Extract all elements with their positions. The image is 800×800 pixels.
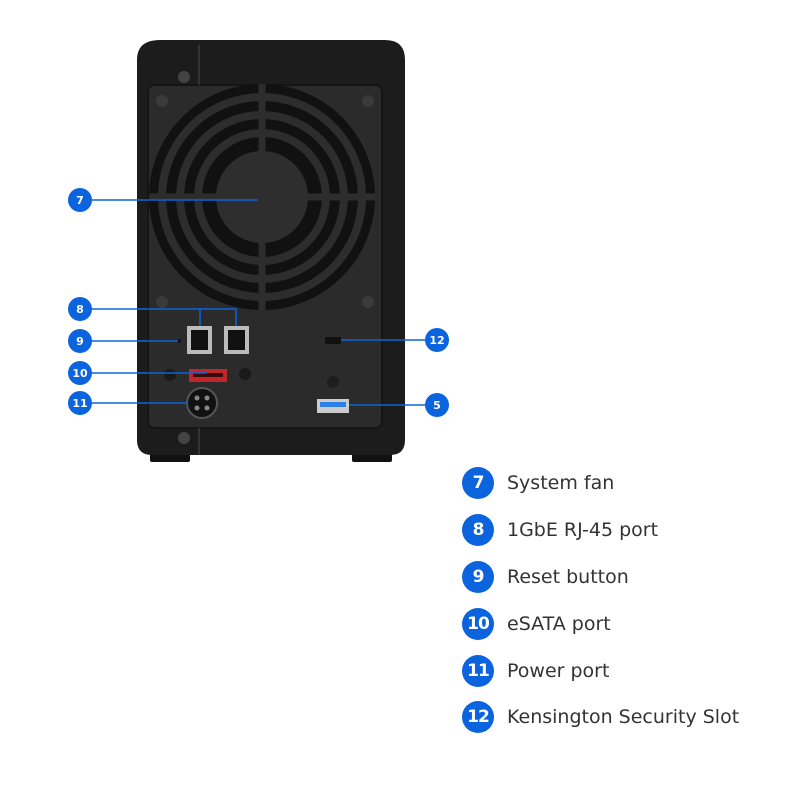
legend-item: 12 Kensington Security Slot xyxy=(462,694,739,741)
legend-badge: 9 xyxy=(462,560,494,593)
callout-5: 5 xyxy=(425,393,449,417)
svg-text:8: 8 xyxy=(76,303,84,316)
callout-9: 9 xyxy=(68,329,92,353)
svg-text:7: 7 xyxy=(76,194,84,207)
callout-12: 12 xyxy=(425,328,449,352)
legend-label: eSATA port xyxy=(507,612,611,635)
legend-badge: 10 xyxy=(462,607,494,640)
usb-port xyxy=(317,399,349,413)
legend-badge: 7 xyxy=(462,467,494,500)
callout-11: 11 xyxy=(68,391,92,415)
legend-badge: 8 xyxy=(462,514,494,547)
legend: 7 System fan 8 1GbE RJ-45 port 9 Reset butt… xyxy=(462,460,739,741)
rj45-port-1 xyxy=(187,326,212,354)
system-fan xyxy=(149,84,375,310)
reset-button xyxy=(177,339,181,343)
legend-badge: 11 xyxy=(462,654,494,687)
legend-label: 1GbE RJ-45 port xyxy=(507,519,659,542)
callout-7: 7 xyxy=(68,188,92,212)
svg-text:5: 5 xyxy=(433,399,441,412)
legend-label: Kensington Security Slot xyxy=(507,706,740,729)
legend-badge: 12 xyxy=(462,701,494,734)
legend-item: 10 eSATA port xyxy=(462,600,739,647)
legend-label: Reset button xyxy=(507,565,629,588)
svg-text:12: 12 xyxy=(429,334,444,347)
leader-lines xyxy=(92,199,426,406)
kensington-slot xyxy=(325,337,341,344)
svg-text:9: 9 xyxy=(76,335,84,348)
callout-10: 10 xyxy=(68,361,92,385)
legend-label: System fan xyxy=(507,472,615,495)
power-port xyxy=(186,387,218,419)
callout-8: 8 xyxy=(68,297,92,321)
rj45-port-2 xyxy=(224,326,249,354)
esata-port xyxy=(189,369,227,382)
legend-item: 7 System fan xyxy=(462,460,739,507)
legend-item: 8 1GbE RJ-45 port xyxy=(462,507,739,554)
legend-item: 9 Reset button xyxy=(462,554,739,601)
legend-item: 11 Power port xyxy=(462,647,739,694)
svg-text:10: 10 xyxy=(72,367,88,380)
legend-label: Power port xyxy=(507,659,610,682)
svg-text:11: 11 xyxy=(72,397,87,410)
